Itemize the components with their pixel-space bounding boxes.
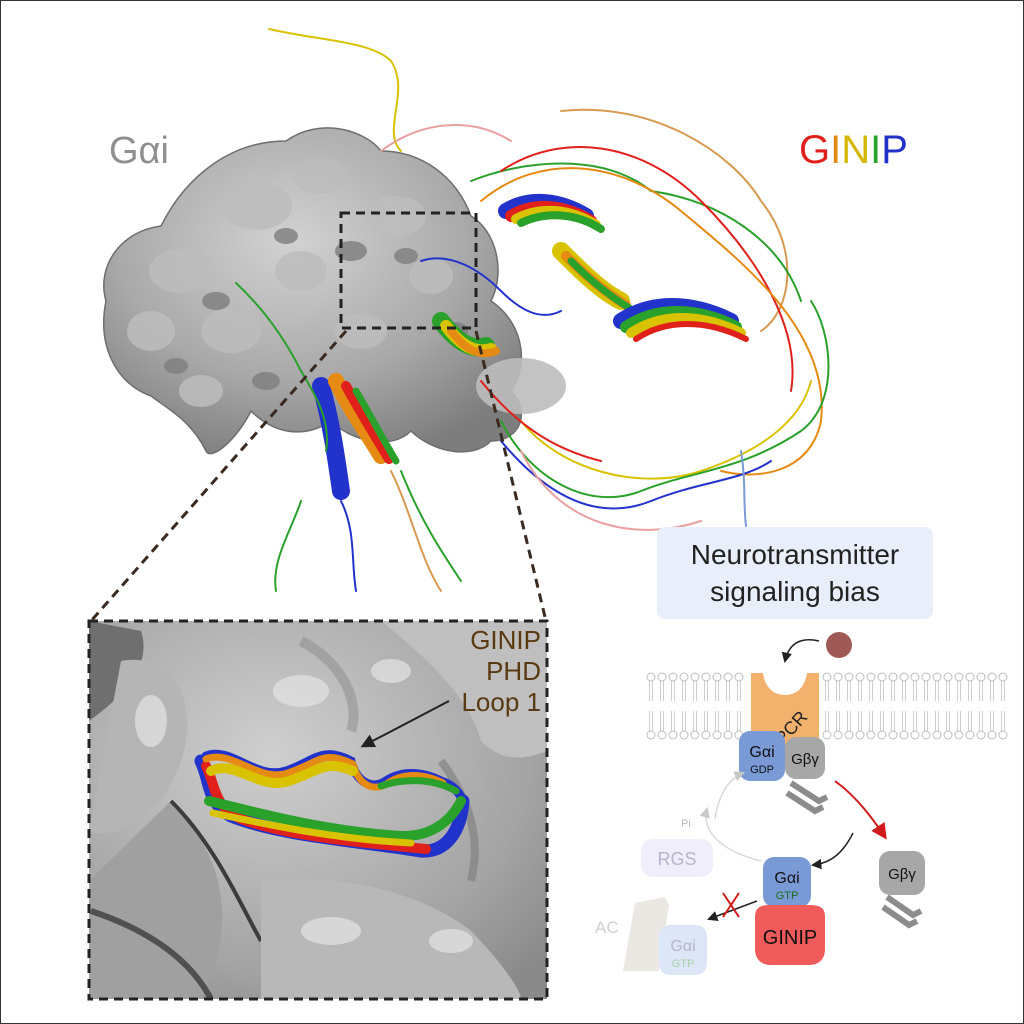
pi-label: Pi (681, 818, 691, 830)
galpha-gtp-label: Gαi (774, 870, 799, 887)
gtp-hydrolysis-arc (699, 806, 762, 862)
inset-callout-line2: PHD (486, 656, 541, 686)
signaling-bias-line2: signaling bias (710, 576, 880, 607)
adenylyl-cyclase: AC (595, 897, 669, 971)
galpha-gdp-sub: GDP (750, 764, 774, 776)
zoom-connector-left (89, 330, 348, 622)
ligand-arrow (781, 639, 820, 664)
inset-callout-line3: Loop 1 (461, 687, 541, 717)
ginip-bound: GINIP (755, 905, 825, 965)
galpha-gtp-faded: Gαi GTP (659, 925, 707, 975)
galpha-gdp-label: Gαi (749, 744, 774, 761)
ac-label: AC (595, 918, 619, 937)
ginip-helix-right (613, 298, 749, 342)
ginip-label-letter: N (841, 128, 870, 172)
pathway-schematic: GPCR Gαi GDP Gβγ Gβγ Gαi (595, 632, 1008, 975)
cell-membrane (646, 672, 1008, 740)
galpha-gtp-subunit: Gαi GTP (763, 857, 811, 907)
galpha-gtp-faded-label: Gαi (670, 938, 695, 955)
signaling-bias-box: Neurotransmitter signaling bias (657, 527, 933, 619)
ginip-bound-label: GINIP (763, 927, 817, 949)
inset-panel (87, 619, 549, 1001)
zoom-region-box (339, 211, 478, 330)
galpha-surface (103, 127, 566, 455)
galpha-label: Gαi (109, 130, 169, 172)
gbg-bound-label: Gβγ (791, 751, 819, 768)
ginip-ensemble (235, 28, 830, 592)
release-arrow (834, 780, 887, 840)
galpha-gtp-sub: GTP (776, 890, 799, 902)
reassociation-arc (714, 771, 745, 820)
ginip-label-letter: I (830, 128, 841, 172)
galpha-gdp-subunit: Gαi GDP (739, 731, 785, 781)
rgs-protein: RGS (641, 839, 713, 877)
block-x-icon (722, 892, 740, 918)
signaling-bias-line1: Neurotransmitter (691, 539, 900, 570)
gbg-released: Gβγ (879, 851, 925, 929)
galpha-gtp-faded-sub: GTP (672, 958, 695, 970)
gbg-released-label: Gβγ (888, 866, 916, 883)
inset-callout-line1: GINIP (470, 625, 541, 655)
ginip-label-letter: G (799, 128, 830, 172)
ginip-helix-center (432, 312, 500, 358)
blocked-arrow (707, 900, 758, 921)
ginip-label: GINIP (799, 128, 908, 172)
ginip-helix-mid (552, 242, 635, 313)
loop-callout-arrow (360, 700, 450, 748)
inset-loop-ribbons (194, 749, 470, 858)
ginip-helix-top (498, 193, 605, 233)
rgs-label: RGS (657, 849, 696, 869)
activation-arrow (810, 832, 854, 870)
ginip-label-letter: P (881, 128, 908, 172)
ginip-helix-lower (312, 373, 400, 500)
gbg-bound: Gβγ (785, 737, 829, 815)
ligand-dot (826, 632, 852, 658)
ginip-label-letter: I (870, 128, 881, 172)
zoom-connector-right (474, 330, 548, 622)
